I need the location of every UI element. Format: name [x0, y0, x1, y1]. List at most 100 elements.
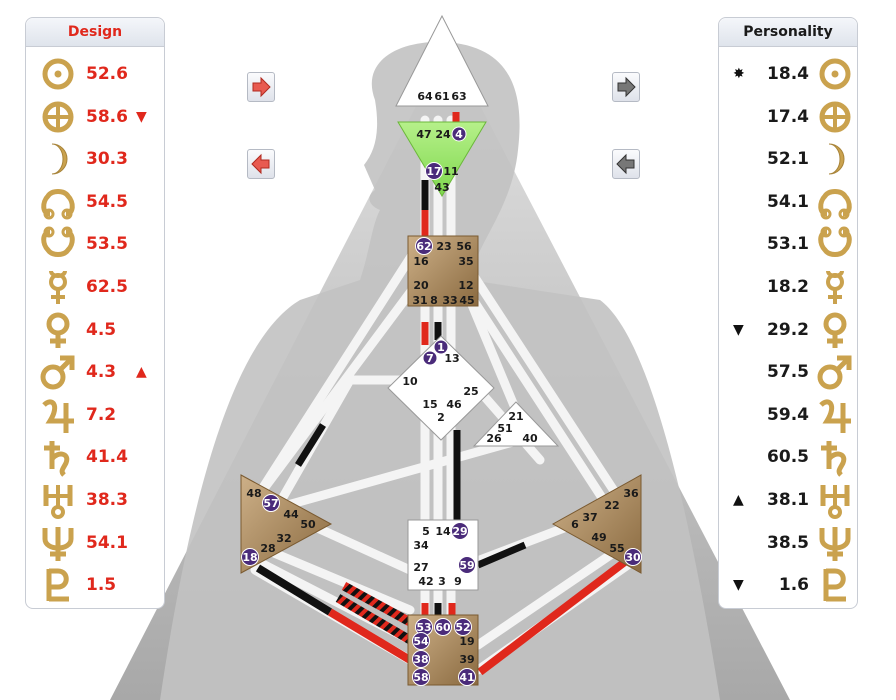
gate-1[interactable]: 1	[433, 339, 449, 355]
gate-63[interactable]: 63	[451, 90, 466, 103]
gate-number: 17	[426, 165, 441, 178]
gate-15[interactable]: 15	[422, 398, 437, 411]
gate-59[interactable]: 59	[458, 556, 476, 574]
gate-62[interactable]: 62	[415, 237, 433, 255]
gate-42[interactable]: 42	[418, 575, 433, 588]
design-value: 54.1	[86, 532, 128, 553]
sun-icon	[42, 58, 74, 90]
design-prev-button[interactable]	[247, 149, 275, 179]
gate-49[interactable]: 49	[591, 531, 606, 544]
gate-36[interactable]: 36	[623, 487, 639, 500]
gate-39[interactable]: 39	[459, 653, 474, 666]
jupiter-icon	[42, 399, 74, 433]
gate-activation-marker	[415, 237, 433, 255]
gate-61[interactable]: 61	[434, 90, 449, 103]
gate-17[interactable]: 17	[425, 162, 443, 180]
gate-activation-marker	[451, 126, 467, 142]
personality-row: 60.5	[719, 437, 859, 478]
gate-22[interactable]: 22	[604, 499, 619, 512]
gate-9[interactable]: 9	[454, 575, 462, 588]
gate-number: 36	[623, 487, 639, 500]
gate-23[interactable]: 23	[436, 240, 451, 253]
channel-segment	[477, 554, 633, 676]
gate-20[interactable]: 20	[413, 279, 429, 292]
design-row: 58.6▼	[26, 97, 166, 137]
gate-6[interactable]: 6	[571, 518, 579, 531]
gate-56[interactable]: 56	[456, 240, 472, 253]
gate-number: 62	[416, 240, 431, 253]
gate-number: 43	[434, 181, 449, 194]
gate-12[interactable]: 12	[458, 279, 473, 292]
gate-number: 48	[246, 487, 261, 500]
gate-14[interactable]: 14	[435, 525, 451, 538]
gate-45[interactable]: 45	[459, 294, 474, 307]
gate-28[interactable]: 28	[260, 542, 275, 555]
design-value: 53.5	[86, 234, 128, 255]
ajna-center[interactable]	[397, 121, 487, 197]
design-value: 1.5	[86, 575, 117, 596]
gate-21[interactable]: 21	[508, 410, 523, 423]
design-value: 52.6	[86, 64, 128, 84]
gate-32[interactable]: 32	[276, 532, 291, 545]
gate-24[interactable]: 24	[435, 128, 451, 141]
gate-number: 8	[430, 294, 438, 307]
gate-29[interactable]: 29	[451, 522, 469, 540]
gate-60[interactable]: 60	[434, 618, 452, 636]
gate-16[interactable]: 16	[413, 255, 429, 268]
gate-number: 64	[417, 90, 433, 103]
gate-31[interactable]: 31	[412, 294, 427, 307]
gate-number: 6	[571, 518, 579, 531]
personality-next-button[interactable]	[612, 72, 640, 102]
gate-38[interactable]: 38	[412, 650, 430, 668]
gate-13[interactable]: 13	[444, 352, 459, 365]
gate-number: 57	[263, 497, 278, 510]
gate-43[interactable]: 43	[434, 181, 449, 194]
gate-3[interactable]: 3	[438, 575, 446, 588]
gate-33[interactable]: 33	[442, 294, 457, 307]
gate-35[interactable]: 35	[458, 255, 473, 268]
g-center[interactable]	[387, 335, 495, 441]
gate-40[interactable]: 40	[522, 432, 538, 445]
gate-5[interactable]: 5	[422, 525, 430, 538]
gate-44[interactable]: 44	[283, 508, 299, 521]
gate-19[interactable]: 19	[459, 635, 474, 648]
head-center[interactable]	[395, 14, 489, 107]
gate-18[interactable]: 18	[241, 548, 259, 566]
gate-48[interactable]: 48	[246, 487, 261, 500]
gate-52[interactable]: 52	[454, 618, 472, 636]
gate-57[interactable]: 57	[262, 494, 280, 512]
gate-50[interactable]: 50	[300, 518, 316, 531]
gate-54[interactable]: 54	[412, 632, 430, 650]
gate-26[interactable]: 26	[486, 432, 502, 445]
gate-2[interactable]: 2	[437, 411, 445, 424]
gate-27[interactable]: 27	[413, 561, 428, 574]
gate-34[interactable]: 34	[413, 539, 429, 552]
gate-7[interactable]: 7	[422, 350, 438, 366]
gate-64[interactable]: 64	[417, 90, 433, 103]
gate-number: 52	[455, 621, 470, 634]
gate-55[interactable]: 55	[609, 542, 624, 555]
gate-46[interactable]: 46	[446, 398, 462, 411]
gate-41[interactable]: 41	[458, 668, 476, 686]
mercury-icon	[49, 270, 67, 304]
personality-prev-button[interactable]	[612, 149, 640, 179]
heart-center[interactable]	[472, 401, 560, 447]
gate-number: 47	[416, 128, 431, 141]
design-next-button[interactable]	[247, 72, 275, 102]
gate-11[interactable]: 11	[443, 165, 458, 178]
gate-30[interactable]: 30	[624, 548, 642, 566]
gate-8[interactable]: 8	[430, 294, 438, 307]
gate-4[interactable]: 4	[451, 126, 467, 142]
gate-53[interactable]: 53	[415, 618, 433, 636]
solar-plexus-center[interactable]	[551, 474, 642, 574]
gate-number: 9	[454, 575, 462, 588]
gate-37[interactable]: 37	[582, 511, 597, 524]
gate-51[interactable]: 51	[497, 422, 512, 435]
gate-10[interactable]: 10	[402, 375, 418, 388]
design-row: 4.5	[26, 310, 166, 350]
gate-47[interactable]: 47	[416, 128, 431, 141]
gate-25[interactable]: 25	[463, 385, 478, 398]
gate-58[interactable]: 58	[412, 668, 430, 686]
gate-activation-marker	[412, 668, 430, 686]
